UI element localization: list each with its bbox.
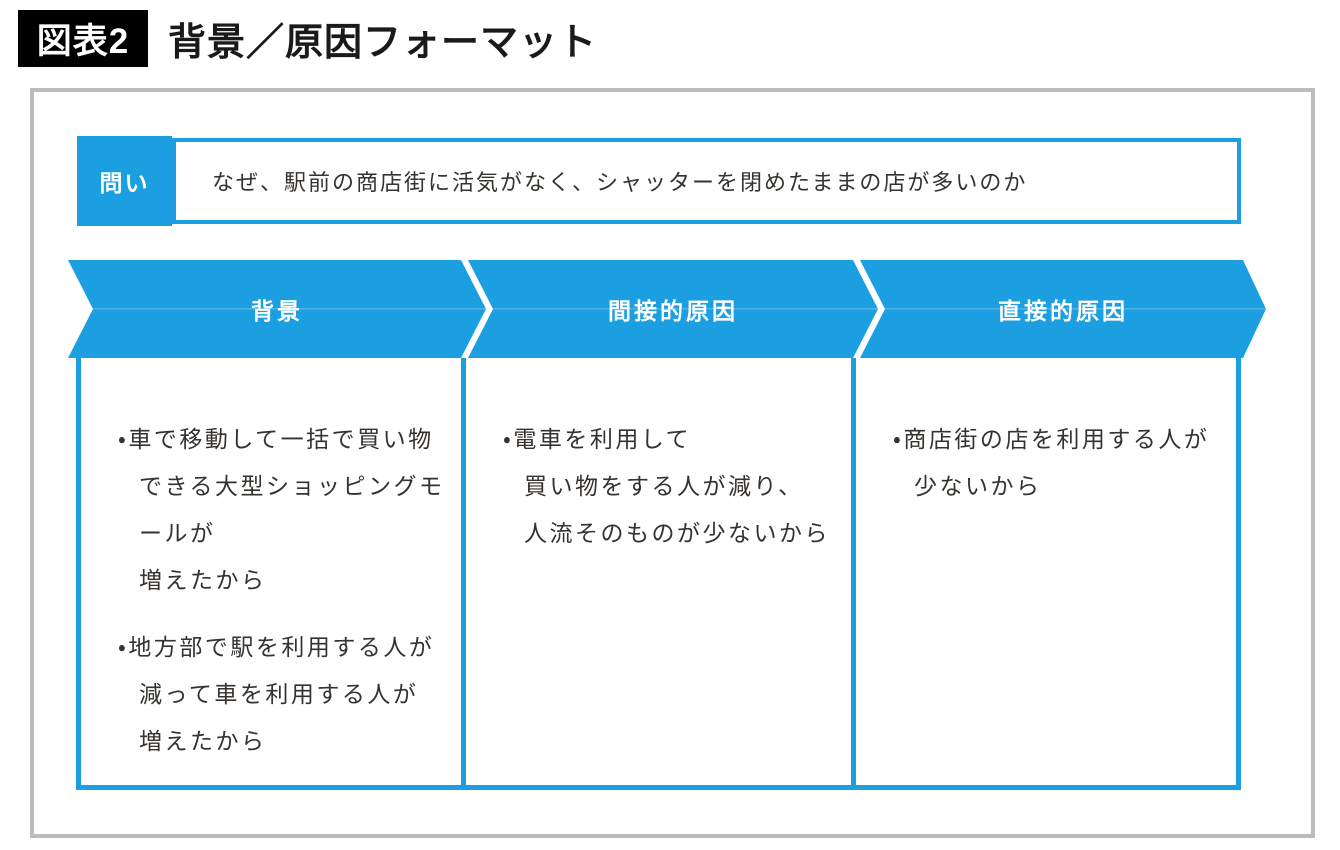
chevron-highlight-line xyxy=(68,308,1266,310)
page-title: 背景／原因フォーマット xyxy=(168,22,598,64)
column-box-background: ・車で移動して一括で買い物 できる大型ショッピングモールが 増えたから ・地方部… xyxy=(76,358,466,790)
column-header-background: 背景 xyxy=(251,298,303,324)
column-box-direct-cause: ・商店街の店を利用する人が 少ないから xyxy=(851,358,1241,790)
question-label: 問い xyxy=(99,170,150,196)
figure-number-badge: 図表2 xyxy=(18,10,148,67)
bullet-item: ・電車を利用して 買い物をする人が減り、 人流そのものが少ないから xyxy=(503,426,830,546)
column-header-indirect-cause: 間接的原因 xyxy=(608,298,738,324)
chevron-segment-indirect xyxy=(468,260,878,358)
chevron-band xyxy=(68,260,1266,358)
chevron-segment-direct xyxy=(860,260,1266,358)
figure-number-label: 図表2 xyxy=(36,22,130,61)
column-box-indirect-cause: ・電車を利用して 買い物をする人が減り、 人流そのものが少ないから xyxy=(461,358,856,790)
bullet-item: ・地方部で駅を利用する人が 減って車を利用する人が 増えたから xyxy=(118,634,435,754)
question-label-box: 問い xyxy=(77,136,172,226)
question-text: なぜ、駅前の商店街に活気がなく、シャッターを閉めたままの店が多いのか xyxy=(212,170,1028,195)
chevron-segment-background xyxy=(68,260,486,358)
column-header-direct-cause: 直接的原因 xyxy=(998,298,1128,324)
bullet-item: ・車で移動して一括で買い物 できる大型ショッピングモールが 増えたから xyxy=(118,426,445,593)
bullet-item: ・商店街の店を利用する人が 少ないから xyxy=(893,426,1210,499)
question-box: なぜ、駅前の商店街に活気がなく、シャッターを閉めたままの店が多いのか xyxy=(172,138,1241,224)
